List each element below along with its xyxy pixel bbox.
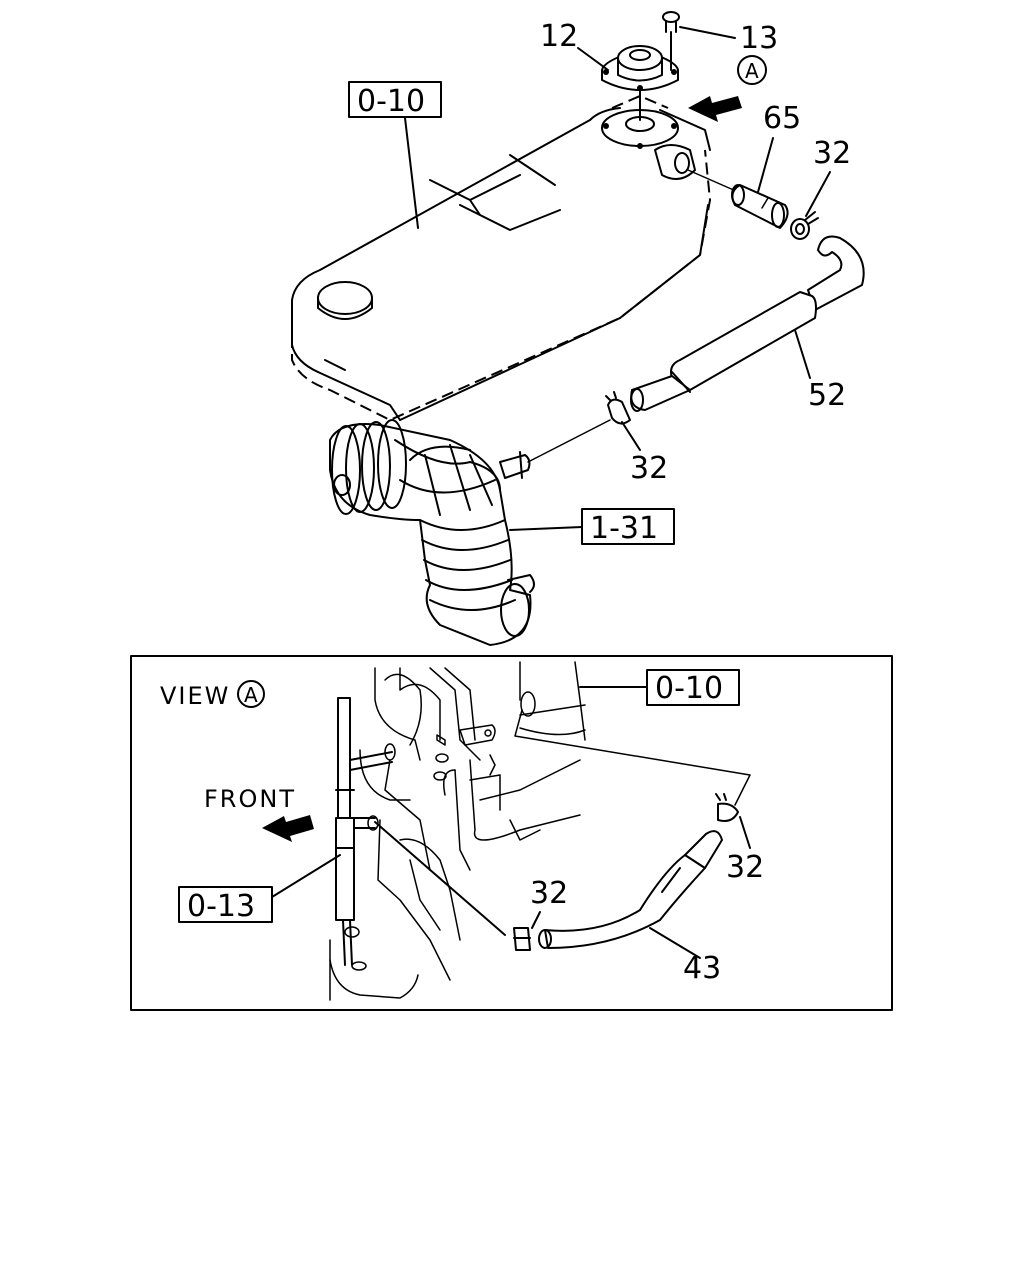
clamp-mid bbox=[605, 391, 631, 425]
view-direction-arrow bbox=[688, 96, 742, 122]
callout-65: 65 bbox=[763, 101, 801, 136]
front-label: FRONT bbox=[204, 785, 296, 813]
callout-32-view-right: 32 bbox=[726, 850, 764, 885]
ref-box-0-10-top: 0-10 bbox=[348, 81, 442, 119]
ref-box-1-31: 1-31 bbox=[581, 508, 675, 546]
bolt bbox=[662, 11, 736, 71]
clamp-top bbox=[790, 211, 819, 240]
dipstick-tube bbox=[335, 697, 396, 971]
view-a-panel bbox=[130, 655, 893, 1011]
upper-leaders bbox=[404, 47, 831, 531]
ref-0-10-top-label: 0-10 bbox=[357, 84, 425, 119]
view-a-leaders bbox=[271, 686, 751, 959]
callout-12: 12 bbox=[540, 19, 578, 54]
view-a-marker: A bbox=[737, 55, 767, 85]
callout-52: 52 bbox=[808, 378, 846, 413]
breather-cap bbox=[601, 45, 679, 91]
hose-65 bbox=[731, 184, 789, 229]
engine-block-sketch bbox=[329, 661, 586, 1001]
view-a-title-text: VIEW bbox=[160, 682, 230, 710]
view-a-title-letter: A bbox=[244, 683, 258, 707]
ref-box-0-13: 0-13 bbox=[178, 886, 273, 924]
front-arrow bbox=[262, 815, 314, 842]
ref-box-0-10-view: 0-10 bbox=[646, 669, 740, 706]
callout-32-top: 32 bbox=[813, 136, 851, 171]
callout-43: 43 bbox=[683, 951, 721, 986]
breather-seat bbox=[601, 87, 679, 149]
view-a-title: VIEW A bbox=[160, 680, 265, 710]
callout-32-mid: 32 bbox=[630, 451, 668, 486]
callout-32-view-left: 32 bbox=[530, 876, 568, 911]
clamp-view-right bbox=[715, 793, 739, 822]
hose-52 bbox=[630, 235, 865, 412]
view-a-marker-letter: A bbox=[745, 59, 759, 83]
ref-0-13-label: 0-13 bbox=[187, 889, 255, 924]
ref-0-10-view-label: 0-10 bbox=[655, 671, 723, 706]
intake-duct bbox=[329, 419, 611, 646]
hose-43 bbox=[538, 830, 723, 949]
ref-1-31-label: 1-31 bbox=[590, 511, 658, 546]
outlet-nipple bbox=[654, 144, 746, 196]
callout-13: 13 bbox=[740, 21, 778, 56]
valve-cover bbox=[291, 107, 712, 422]
clamp-view-left bbox=[513, 927, 531, 951]
